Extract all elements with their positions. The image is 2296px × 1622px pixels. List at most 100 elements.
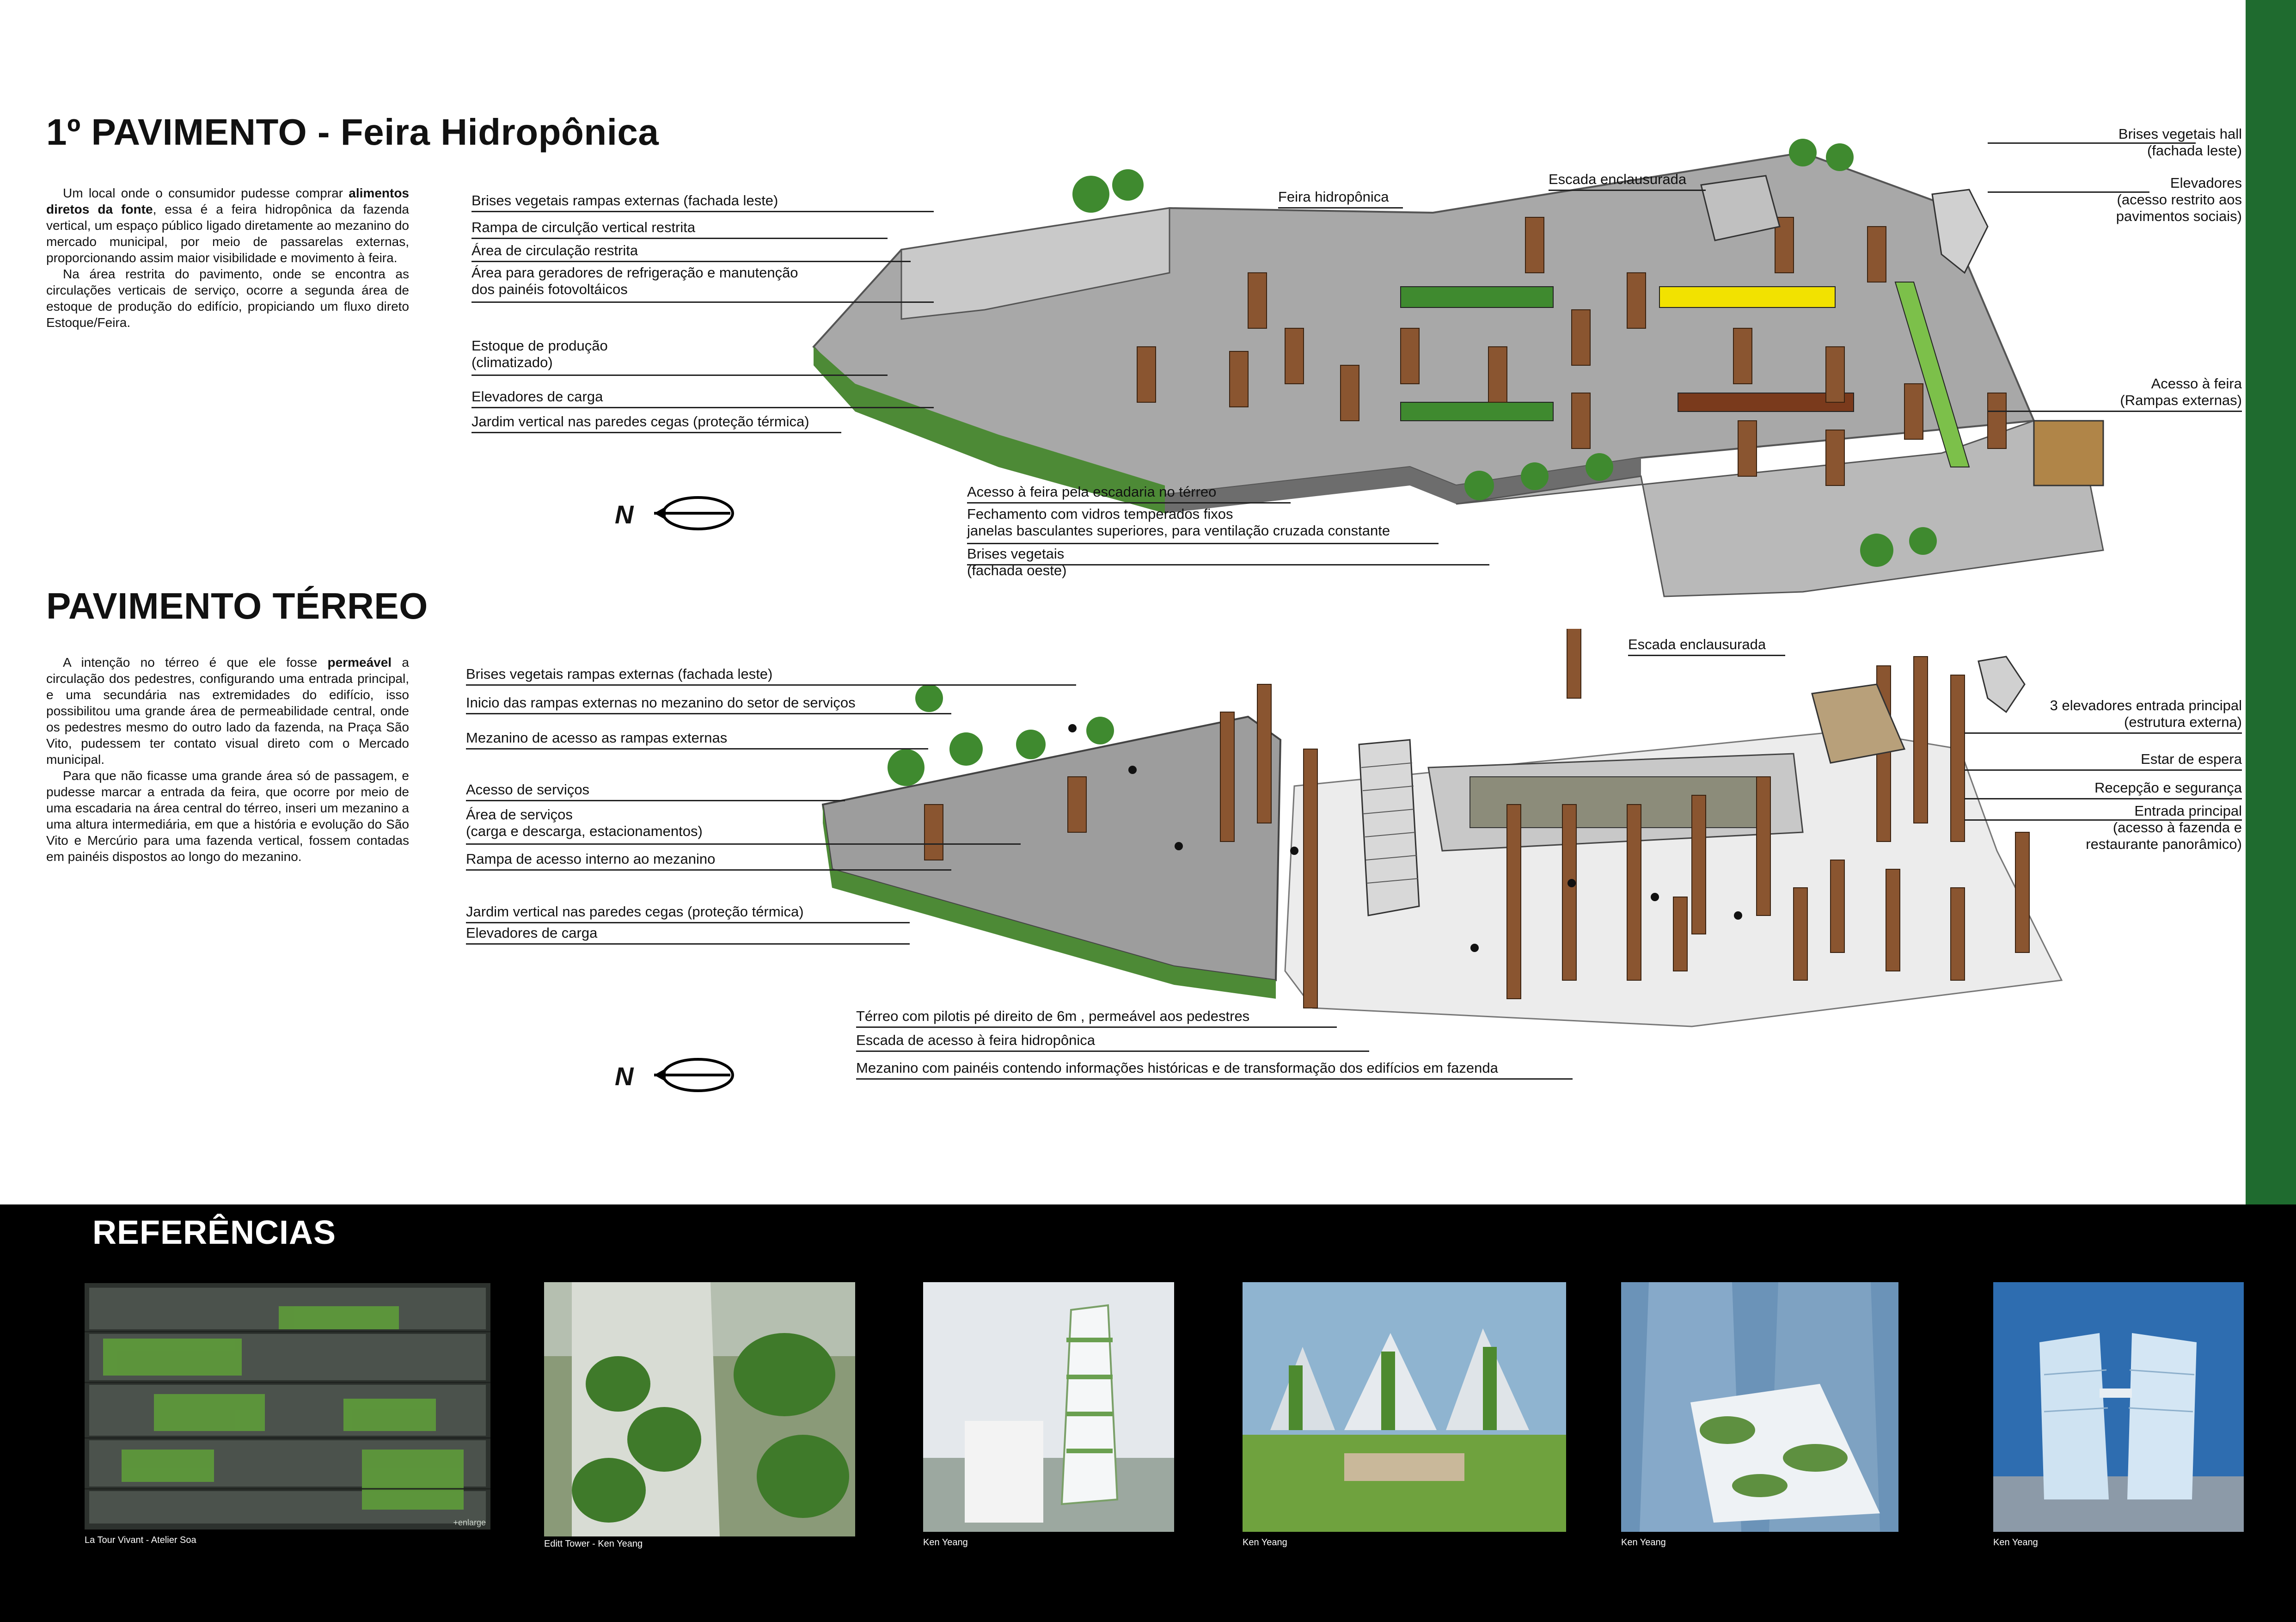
s2-callout-jardim: Jardim vertical nas paredes cegas (prote…: [466, 903, 910, 923]
s1-callout-text: janelas basculantes superiores, para ven…: [967, 522, 1390, 539]
section1-paragraph2: Na área restrita do pavimento, onde se e…: [46, 267, 409, 330]
s2-callout-text: (acesso à fazenda e: [2112, 819, 2242, 836]
s2-callout-text: Inicio das rampas externas no mezanino d…: [466, 694, 856, 711]
section1-text: Um local onde o consumidor pudesse compr…: [46, 185, 409, 331]
s2-callout-text: Área de serviços: [466, 806, 573, 823]
s2-callout-3-elevadores: 3 elevadores entrada principal(estrutura…: [1965, 697, 2242, 734]
s2-callout-escada: Escada enclausurada: [1628, 636, 1785, 656]
leader-line: [466, 922, 910, 923]
s2-callout-mezanino-paineis: Mezanino com painéis contendo informaçõe…: [856, 1060, 1573, 1080]
reference-caption: Ken Yeang: [923, 1537, 968, 1548]
leader-line: [471, 375, 888, 376]
s1-callout-brises-leste: Brises vegetais rampas externas (fachada…: [471, 192, 934, 212]
section2-paragraph1: A intenção no térreo é que ele fosse per…: [46, 654, 409, 768]
s1-callout-feira: Feira hidropônica: [1278, 189, 1403, 209]
s1-callout-text: (Rampas externas): [2120, 392, 2242, 408]
leader-line: [1965, 769, 2242, 771]
leader-line: [471, 432, 841, 433]
leader-line: [1965, 798, 2242, 799]
north-label: N: [615, 1062, 634, 1091]
green-side-strip: [2246, 0, 2296, 1204]
leader-line: [1965, 732, 2242, 734]
reference-caption: Editt Tower - Ken Yeang: [544, 1539, 643, 1549]
reference-caption: Ken Yeang: [1243, 1537, 1287, 1548]
section1-title: 1º PAVIMENTO - Feira Hidropônica: [46, 111, 659, 153]
leader-line: [1965, 819, 2242, 821]
leader-line: [471, 238, 888, 239]
references-title: REFERÊNCIAS: [92, 1214, 337, 1251]
reference-caption: Ken Yeang: [1621, 1537, 1666, 1548]
s1-callout-text: dos painéis fotovoltáicos: [471, 281, 628, 297]
s2-callout-acesso-servicos: Acesso de serviços: [466, 781, 845, 801]
leader-line: [1549, 190, 1706, 191]
s2-callout-text: (estrutura externa): [2124, 714, 2242, 730]
s2-callout-text: 3 elevadores entrada principal: [2050, 697, 2242, 713]
s1-callout-acesso-escadaria: Acesso à feira pela escadaria no térreo: [967, 484, 1291, 504]
tower-illustration: [1621, 1282, 1898, 1532]
leader-line: [471, 261, 911, 262]
leader-line: [471, 301, 934, 303]
s2-callout-text: Escada de acesso à feira hidropônica: [856, 1032, 1095, 1048]
s2-callout-area-servicos: Área de serviços(carga e descarga, estac…: [466, 806, 1021, 845]
section2-text: A intenção no térreo é que ele fosse per…: [46, 654, 409, 865]
reference-image-ken-yeang-3: [1621, 1282, 1898, 1532]
s1-callout-text: Rampa de circulção vertical restrita: [471, 219, 696, 235]
s1-callout-jardim: Jardim vertical nas paredes cegas (prote…: [471, 413, 841, 433]
s2-callout-text: Escada enclausurada: [1628, 636, 1766, 652]
s2-callout-elevadores-carga: Elevadores de carga: [466, 925, 910, 945]
s1-callout-escada: Escada enclausurada: [1549, 171, 1706, 191]
tower-illustration: [923, 1282, 1174, 1532]
s2-callout-text: Entrada principal: [2134, 803, 2242, 819]
north-arrow-icon: [654, 496, 734, 530]
s1-callout-text: pavimentos sociais): [2116, 208, 2242, 224]
leader-line: [1988, 191, 2149, 193]
leader-line: [967, 502, 1291, 504]
reference-image-la-tour-vivant: +enlarge: [85, 1283, 490, 1530]
s2-callout-text: Brises vegetais rampas externas (fachada…: [466, 666, 773, 682]
s1-callout-text: Área de circulação restrita: [471, 242, 638, 258]
north-arrow-1: N: [615, 490, 735, 536]
s1-callout-text: Estoque de produção: [471, 338, 608, 354]
s1-callout-text: (climatizado): [471, 354, 553, 370]
s1-callout-text: Escada enclausurada: [1549, 171, 1687, 187]
section2-p1-a: A intenção no térreo é que ele fosse: [63, 655, 328, 670]
s1-callout-text: Elevadores: [2170, 175, 2242, 191]
s2-callout-text: Mezanino de acesso as rampas externas: [466, 730, 728, 746]
leader-line: [1988, 411, 2242, 412]
leader-line: [471, 407, 934, 408]
leader-line: [967, 543, 1439, 544]
reference-image-ken-yeang-1: [923, 1282, 1174, 1532]
north-arrow-2: N: [615, 1052, 735, 1098]
leader-line: [1628, 655, 1785, 656]
s1-callout-brises-oeste: Brises vegetais(fachada oeste): [967, 546, 1489, 579]
reference-image-ken-yeang-2: [1243, 1282, 1566, 1532]
tower-illustration: [544, 1282, 855, 1536]
reference-caption: Ken Yeang: [1993, 1537, 2038, 1548]
s1-callout-area-restrita: Área de circulação restrita: [471, 242, 911, 262]
s2-callout-escada-feira: Escada de acesso à feira hidropônica: [856, 1032, 1369, 1052]
leader-line: [466, 843, 1021, 845]
s2-callout-text: Mezanino com painéis contendo informaçõe…: [856, 1060, 1498, 1076]
landscape-illustration: [1243, 1282, 1566, 1532]
s1-callout-text: Acesso à feira: [2151, 375, 2242, 392]
section1-p1-bold: alimentos diretos da fonte: [46, 186, 409, 216]
section2-p1-bold: permeável: [327, 655, 392, 670]
reference-image-ken-yeang-4: [1993, 1282, 2244, 1532]
north-arrow-icon: [654, 1058, 734, 1092]
s1-callout-rampa: Rampa de circulção vertical restrita: [471, 219, 888, 239]
leader-line: [466, 869, 951, 871]
ground-floor-plan: [821, 629, 2063, 1027]
s1-callout-text: Área para geradores de refrigeração e ma…: [471, 264, 798, 281]
s2-callout-inicio-rampas: Inicio das rampas externas no mezanino d…: [466, 694, 951, 714]
s2-callout-text: Acesso de serviços: [466, 781, 590, 798]
s1-callout-text: Acesso à feira pela escadaria no térreo: [967, 484, 1217, 500]
leader-line: [1988, 142, 2196, 144]
s1-callout-acesso-feira: Acesso à feira(Rampas externas): [1988, 375, 2242, 412]
north-label: N: [615, 500, 634, 529]
s2-callout-text: (carga e descarga, estacionamentos): [466, 823, 703, 839]
reference-caption: La Tour Vivant - Atelier Soa: [85, 1535, 196, 1545]
leader-line: [1278, 207, 1403, 209]
section2-p1-c: a circulação dos pedestres, configurando…: [46, 655, 410, 767]
leader-line: [466, 748, 928, 750]
